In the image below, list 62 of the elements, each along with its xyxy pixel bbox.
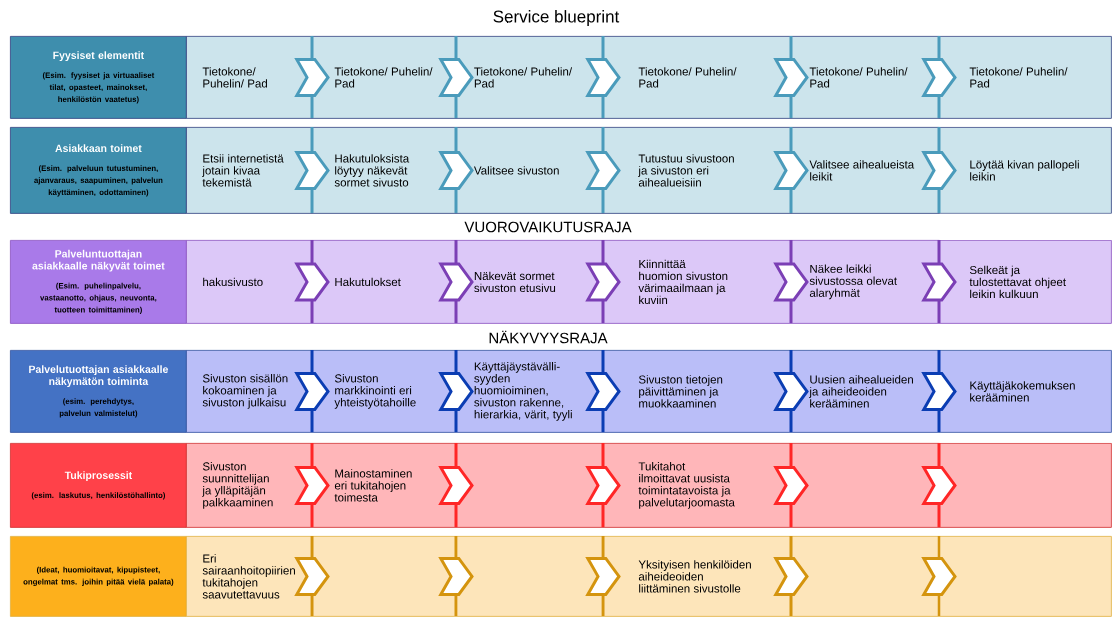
chevron-arrow xyxy=(438,465,474,505)
step-box: Selkeät ja tulostettavat ohjeet leikin kulkuun xyxy=(939,240,1112,324)
step-box: Käyttäjäystävälli-syyden huomioiminen, sivuston rakenne, hierarkia, värit, tyyli xyxy=(456,350,604,433)
chevron-arrow xyxy=(294,57,330,97)
chevron-arrow xyxy=(921,465,957,505)
step-box: Eri sairaanhoitopiirien tukitahojen saavutettavuus xyxy=(186,536,313,617)
chevron-arrow xyxy=(585,371,621,411)
chevron-arrow xyxy=(585,465,621,505)
chevron-arrow xyxy=(921,371,957,411)
chevron-arrow xyxy=(438,57,474,97)
step-box: Yksityisen henkilöiden aiheideoiden liittäminen sivustolle xyxy=(603,536,792,617)
chevron-arrow xyxy=(585,262,621,302)
boundary-label: NÄKYVYYSRAJA xyxy=(489,330,608,344)
chevron-arrow xyxy=(773,150,809,190)
step-box: Hakutulokset xyxy=(312,240,457,324)
step-box: Tietokone/ Puhelin/ Pad xyxy=(791,36,940,119)
chevron-arrow xyxy=(773,556,809,596)
chevron-arrow xyxy=(294,371,330,411)
chevron-arrow xyxy=(438,556,474,596)
chevron-arrow xyxy=(438,150,474,190)
step-box: Tietokone/ Puhelin/ Pad xyxy=(939,36,1112,119)
step-box: Sivuston markkinointi eri yhteistyötahoille xyxy=(312,350,457,433)
step-box: Tietokone/ Puhelin/ Pad xyxy=(456,36,604,119)
step-box: Käyttäjäkokemuksen kerääminen xyxy=(939,350,1112,433)
title: Service blueprint xyxy=(493,10,620,26)
chevron-arrow xyxy=(438,262,474,302)
chevron-arrow xyxy=(294,150,330,190)
boundary-label: VUOROVAIKUTUSRAJA xyxy=(464,221,632,233)
step-box: Tukitahot ilmoittavat uusista toimintatavoista ja palvelutarjoomasta xyxy=(603,443,792,528)
step-box: Uusien aihealueiden ja aiheideoiden kerääminen xyxy=(791,350,940,433)
step-box: Tietokone/ Puhelin/ Pad xyxy=(603,36,792,119)
chevron-arrow xyxy=(585,150,621,190)
step-box: hakusivusto xyxy=(186,240,313,324)
step-box: Sivuston suunnittelijan ja ylläpitäjän palkkaaminen xyxy=(186,443,313,528)
chevron-arrow xyxy=(294,556,330,596)
chevron-arrow xyxy=(585,556,621,596)
step-box: Tietokone/ Puhelin/ Pad xyxy=(186,36,313,119)
chevron-arrow xyxy=(921,556,957,596)
chevron-arrow xyxy=(294,465,330,505)
step-box: Mainostaminen eri tukitahojen toimesta xyxy=(312,443,457,528)
step-box: Hakutuloksista löytyy näkevät sormet sivusto xyxy=(312,127,457,214)
chevron-arrow xyxy=(773,57,809,97)
chevron-arrow xyxy=(773,262,809,302)
step-box: Näkee leikki sivustossa olevat alaryhmät xyxy=(791,240,940,324)
step-box: Löytää kivan pallopeli leikin xyxy=(939,127,1112,214)
chevron-arrow xyxy=(438,371,474,411)
step-box: Sivuston tietojen päivittäminen ja muokkaaminen xyxy=(603,350,792,433)
step-box: Sivuston sisällön kokoaminen ja sivuston julkaisu xyxy=(186,350,313,433)
step-box: Etsii internetistä jotain kivaa tekemistä xyxy=(186,127,313,214)
step-box: Valitsee sivuston xyxy=(456,127,604,214)
step-box: Kiinnittää huomion sivuston värimaailmaan ja kuviin xyxy=(603,240,792,324)
chevron-arrow xyxy=(921,150,957,190)
step-box: Tutustuu sivustoon ja sivuston eri aihealueisiin xyxy=(603,127,792,214)
chevron-arrow xyxy=(921,57,957,97)
step-box: Tietokone/ Puhelin/ Pad xyxy=(312,36,457,119)
chevron-arrow xyxy=(921,262,957,302)
chevron-arrow xyxy=(294,262,330,302)
step-box: Näkevät sormet sivuston etusivu xyxy=(456,240,604,324)
step-box: Valitsee aihealueista leikit xyxy=(791,127,940,214)
chevron-arrow xyxy=(773,371,809,411)
chevron-arrow xyxy=(585,57,621,97)
chevron-arrow xyxy=(773,465,809,505)
